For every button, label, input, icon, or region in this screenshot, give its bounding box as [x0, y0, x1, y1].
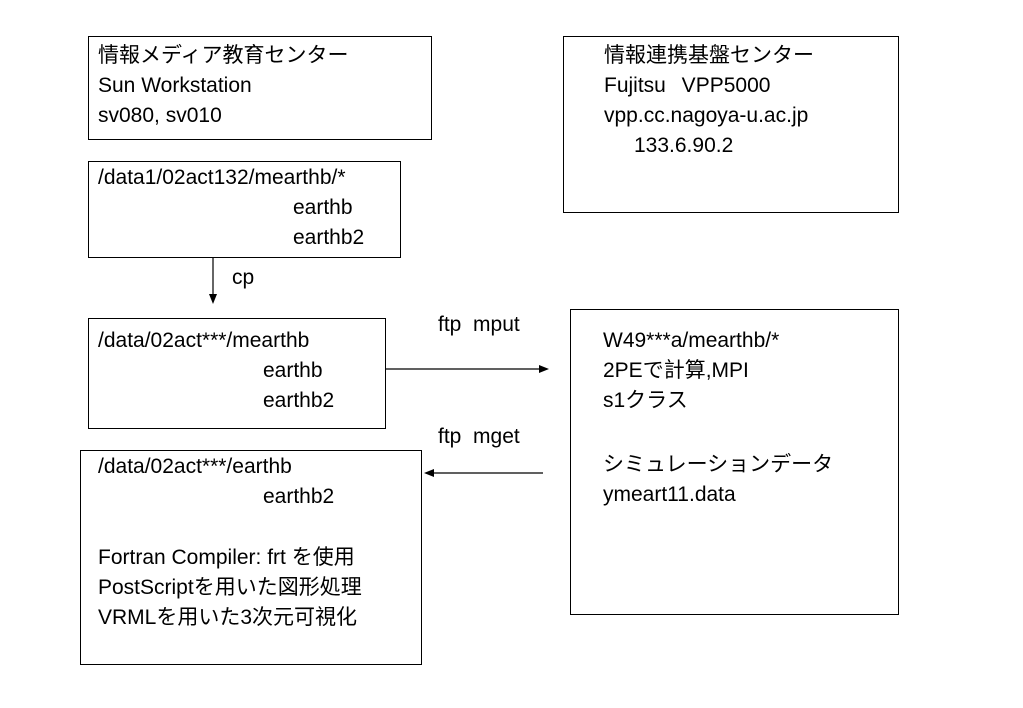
- renkei-center-machine: Fujitsu VPP5000: [604, 74, 771, 97]
- vpp-dir-path: W49***a/mearthb/*: [603, 329, 780, 352]
- result-dir-compiler: Fortran Compiler: frt を使用: [98, 546, 355, 569]
- local-dir-earthb2: earthb2: [263, 389, 335, 412]
- ftp-mput-arrow: [386, 365, 549, 373]
- source-dir-earthb: earthb: [293, 196, 353, 219]
- ftp-mget-arrow: [424, 469, 543, 477]
- cp-label: cp: [232, 266, 255, 289]
- source-dir-earthb2: earthb2: [293, 226, 365, 249]
- local-dir-earthb: earthb: [263, 359, 323, 382]
- local-dir-box: /data/02act***/mearthb earthb earthb2: [88, 318, 386, 429]
- result-dir-path: /data/02act***/earthb: [98, 455, 292, 478]
- result-dir-postscript: PostScriptを用いた図形処理: [98, 576, 362, 599]
- vpp-dir-sim-data-label: シミュレーションデータ: [603, 453, 834, 476]
- vpp-dir-compute: 2PEで計算,MPI: [603, 359, 749, 382]
- vpp-dir-sim-data-file: ymeart11.data: [603, 483, 736, 506]
- source-dir-box: /data1/02act132/mearthb/* earthb earthb2: [88, 161, 401, 258]
- source-dir-path: /data1/02act132/mearthb/*: [98, 166, 346, 189]
- renkei-center-ip: 133.6.90.2: [634, 134, 734, 157]
- cp-arrow: [209, 258, 217, 304]
- media-center-title: 情報メディア教育センター: [98, 44, 349, 67]
- media-center-box: 情報メディア教育センター Sun Workstation sv080, sv01…: [88, 36, 432, 140]
- renkei-center-title: 情報連携基盤センター: [604, 44, 814, 67]
- result-dir-box: /data/02act***/earthb earthb2 Fortran Co…: [80, 450, 422, 665]
- media-center-hosts: sv080, sv010: [98, 104, 222, 127]
- renkei-center-box: 情報連携基盤センター Fujitsu VPP5000 vpp.cc.nagoya…: [563, 36, 899, 213]
- ftp-mget-label: ftp mget: [438, 425, 520, 448]
- vpp-dir-class: s1クラス: [603, 389, 688, 412]
- local-dir-path: /data/02act***/mearthb: [98, 329, 310, 352]
- renkei-center-hostname: vpp.cc.nagoya-u.ac.jp: [604, 104, 809, 127]
- result-dir-vrml: VRMLを用いた3次元可視化: [98, 606, 358, 629]
- ftp-mput-label: ftp mput: [438, 313, 520, 336]
- result-dir-earthb2: earthb2: [263, 485, 335, 508]
- media-center-machine: Sun Workstation: [98, 74, 252, 97]
- vpp-dir-box: W49***a/mearthb/* 2PEで計算,MPI s1クラス シミュレー…: [570, 309, 899, 615]
